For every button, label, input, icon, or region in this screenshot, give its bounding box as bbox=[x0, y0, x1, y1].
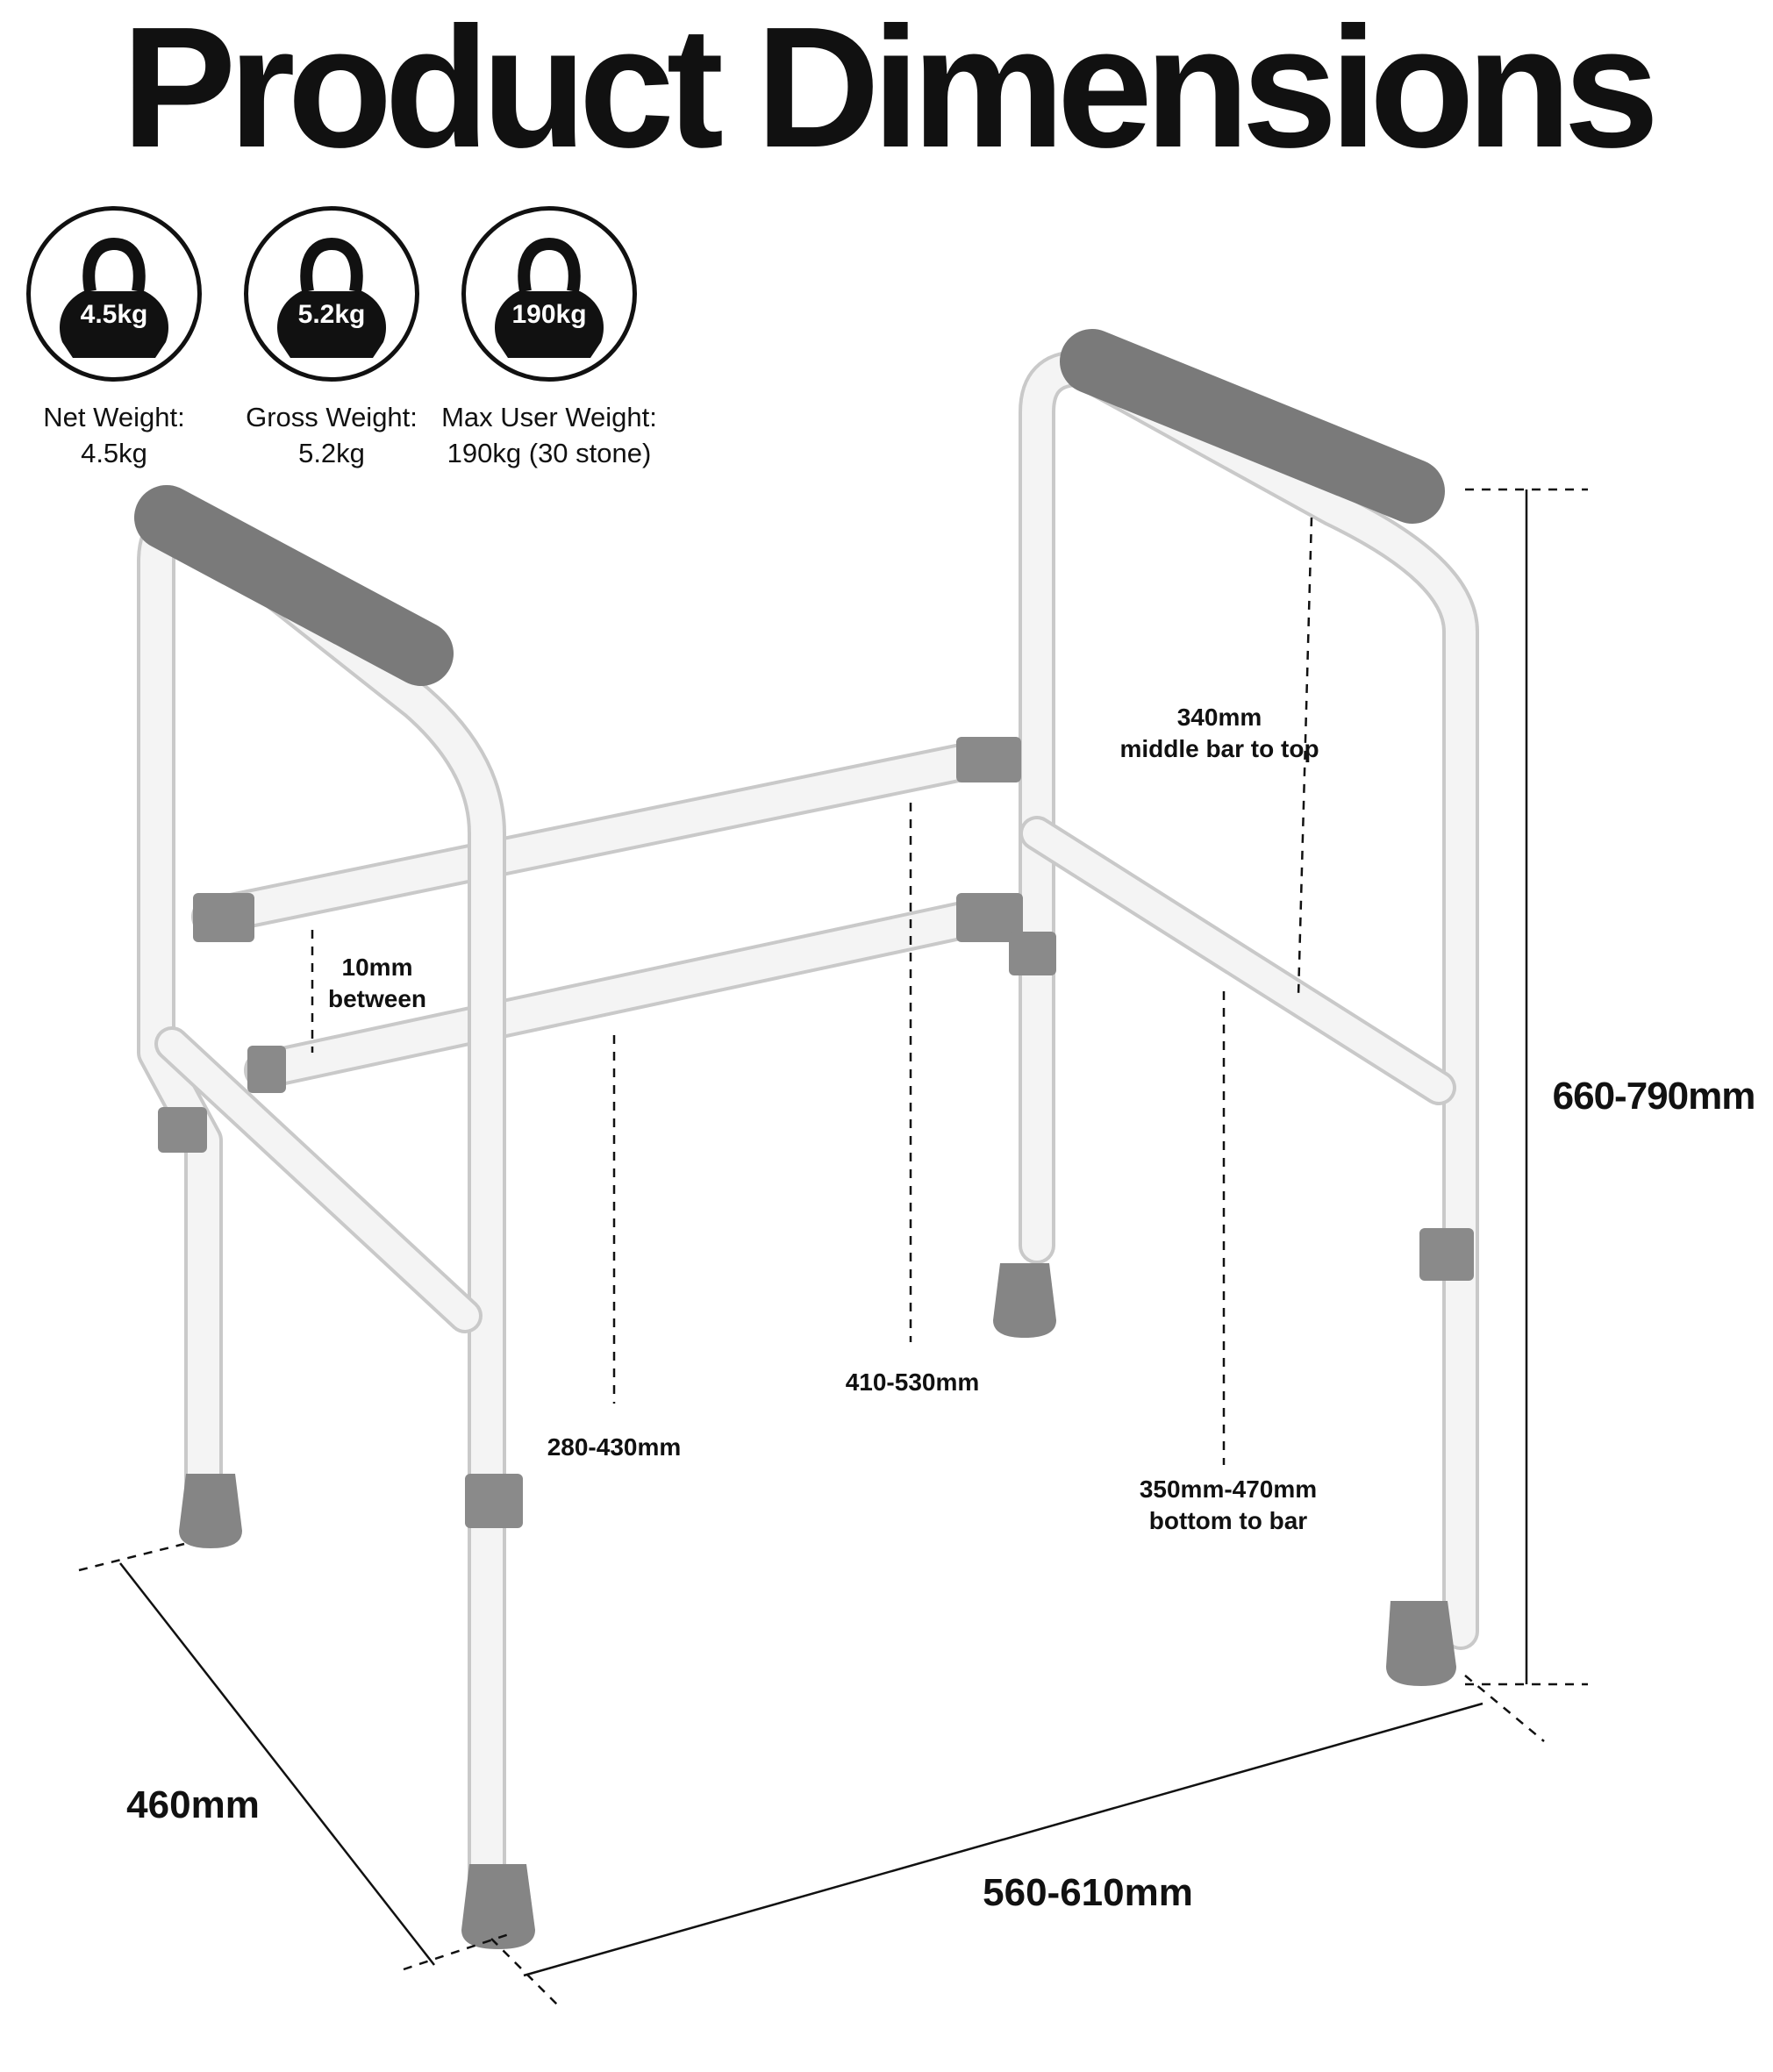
net-weight-badge-text: 4.5kg bbox=[80, 300, 148, 329]
kettlebell-icon bbox=[495, 237, 604, 358]
net-weight-value: 4.5kg bbox=[81, 438, 147, 468]
right-frame bbox=[1019, 350, 1479, 1650]
left-armrest-pad bbox=[134, 485, 454, 686]
max-user-weight-circle: 190kg bbox=[461, 206, 637, 382]
right-armrest-pad bbox=[1060, 329, 1445, 524]
top-dimension-label: 340mm middle bar to top bbox=[1070, 702, 1369, 765]
page-title: Product Dimensions bbox=[121, 0, 1660, 183]
kettlebell-icon bbox=[277, 237, 386, 358]
gross-weight-value: 5.2kg bbox=[298, 438, 365, 468]
bottom-dimension-label: 350mm-470mm bottom to bar bbox=[1105, 1474, 1351, 1537]
gross-weight-badge: 5.2kg Gross Weight: 5.2kg bbox=[218, 206, 446, 471]
gross-weight-label: Gross Weight: bbox=[246, 402, 418, 432]
dimension-lines bbox=[78, 488, 1588, 2010]
gross-weight-circle: 5.2kg bbox=[244, 206, 419, 382]
max-user-weight-value: 190kg (30 stone) bbox=[447, 438, 652, 468]
top-note: middle bar to top bbox=[1119, 735, 1319, 762]
gap-note: between bbox=[327, 985, 427, 1012]
rubber-feet bbox=[179, 1263, 1456, 1949]
crossbars bbox=[191, 737, 1011, 1090]
seat-height-label: 280-430mm bbox=[547, 1433, 682, 1461]
net-weight-label: Net Weight: bbox=[43, 402, 185, 432]
net-weight-badge: 4.5kg Net Weight: 4.5kg bbox=[0, 206, 228, 471]
bottom-value: 350mm-470mm bbox=[1139, 1475, 1318, 1503]
max-user-weight-badge-text: 190kg bbox=[511, 300, 587, 329]
max-user-weight-label: Max User Weight: bbox=[441, 402, 657, 432]
kettlebell-icon bbox=[60, 237, 168, 358]
depth-label: 460mm bbox=[126, 1783, 260, 1826]
bottom-note: bottom to bar bbox=[1148, 1507, 1308, 1534]
gap-value: 10mm bbox=[341, 954, 413, 981]
max-user-weight-badge: 190kg Max User Weight: 190kg (30 stone) bbox=[435, 206, 663, 471]
net-weight-circle: 4.5kg bbox=[26, 206, 202, 382]
frame-height-label: 410-530mm bbox=[845, 1368, 980, 1396]
gross-weight-badge-text: 5.2kg bbox=[297, 300, 366, 329]
width-label: 560-610mm bbox=[983, 1871, 1193, 1914]
gap-label: 10mm between bbox=[290, 952, 465, 1015]
connectors bbox=[158, 737, 1474, 1528]
top-value: 340mm bbox=[1176, 704, 1262, 731]
overall-height-label: 660-790mm bbox=[1552, 1075, 1756, 1118]
left-frame bbox=[137, 505, 506, 1897]
